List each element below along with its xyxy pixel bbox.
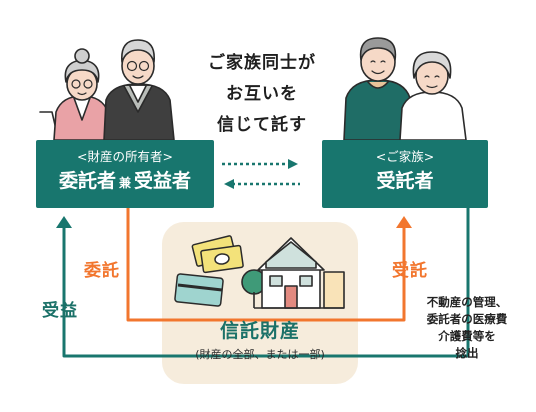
trust-property-title: 信託財産 — [219, 320, 300, 342]
settlor-beneficiary-box: <財産の所有者> 委託者兼受益者 — [36, 140, 214, 208]
center-message-line-1: ご家族同士が — [208, 53, 316, 73]
trustee-duties-line-3: 介護費等を — [438, 329, 496, 343]
settlor-title-left: 委託者 — [58, 170, 116, 192]
trustee-duties-note: 不動産の管理、 委託者の医療費 介護費等を 捻出 — [400, 294, 534, 362]
settlor-title-right: 受益者 — [134, 170, 192, 192]
house-icon — [241, 237, 345, 309]
settlor-subtitle: <財産の所有者> — [77, 149, 173, 164]
trustee-duties-line-4: 捻出 — [455, 346, 479, 360]
elderly-couple-illustration — [39, 39, 175, 141]
dotted-arrow-right — [222, 159, 298, 169]
trustee-subtitle: <ご家族> — [375, 149, 435, 164]
entrust-label-left: 委託 — [84, 261, 120, 281]
dotted-arrow-left — [224, 179, 300, 189]
trustee-duties-line-1: 不動産の管理、 — [426, 295, 508, 309]
card-icon — [174, 273, 224, 307]
trustee-duties-line-2: 委託者の医療費 — [426, 312, 508, 326]
center-message: ご家族同士が お互いを 信じて託す — [196, 48, 328, 141]
trust-property-note: (財産の全部、または一部) — [195, 348, 325, 361]
center-message-line-3: 信じて託す — [217, 115, 307, 135]
settlor-title-mid: 兼 — [118, 176, 131, 190]
trustee-box: <ご家族> 受託者 — [322, 140, 488, 208]
center-message-line-2: お互いを — [226, 84, 298, 104]
family-couple-illustration — [343, 37, 467, 141]
benefit-flow-arrow — [56, 208, 470, 358]
entrust-flow-arrow — [126, 208, 412, 322]
entrust-label-right: 受託 — [392, 261, 428, 281]
exchange-arrows — [222, 159, 300, 189]
benefit-label: 受益 — [42, 301, 78, 321]
trustee-title: 受託者 — [376, 170, 434, 192]
banknotes-icon — [191, 235, 244, 274]
settlor-title: 委託者兼受益者 — [36, 169, 214, 195]
